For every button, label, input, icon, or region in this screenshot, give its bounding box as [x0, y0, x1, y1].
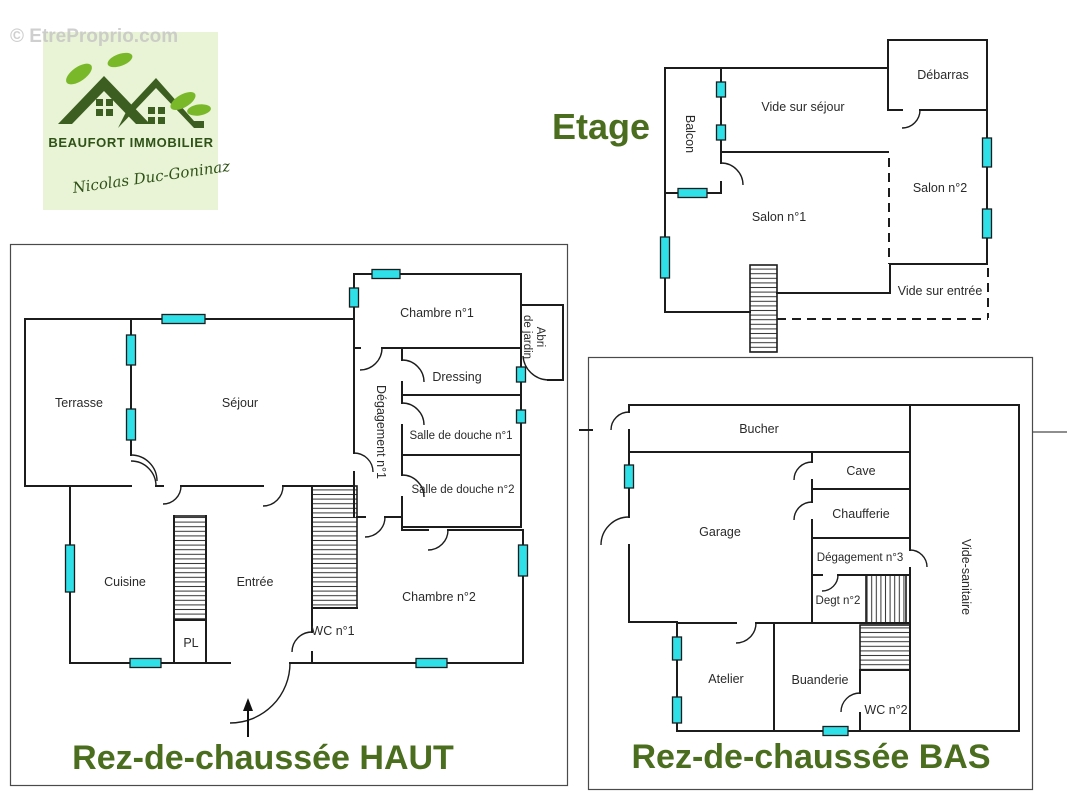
logo-houses-icon [58, 76, 204, 128]
window-marker [715, 81, 727, 98]
window-marker [64, 544, 76, 593]
window-marker [715, 124, 727, 141]
plan-etage-title: Etage [552, 106, 650, 147]
room-label-entree: Entrée [237, 575, 274, 589]
windows [659, 81, 993, 279]
window-marker [981, 208, 993, 239]
window-marker [822, 725, 849, 737]
room-label-wc1: WC n°1 [311, 624, 354, 638]
window-marker [125, 334, 137, 366]
stairs [311, 485, 358, 609]
plan-haut-frame [9, 243, 569, 787]
plan-bas-title: Rez-de-chaussée BAS [631, 738, 990, 776]
room-label-debarras: Débarras [917, 68, 968, 82]
doors [720, 109, 921, 186]
room-label-vide-sanitaire: Vide-sanitaire [959, 539, 973, 615]
room-label-sdd2: Salle de douche n°2 [411, 484, 514, 496]
room-label-degt2: Degt n°2 [816, 595, 861, 607]
room-label-balcon: Balcon [683, 115, 697, 153]
room-label-terrasse: Terrasse [55, 396, 103, 410]
watermark: © EtreProprio.com [10, 26, 178, 47]
room-label-dressing: Dressing [432, 370, 481, 384]
window-marker [515, 366, 527, 383]
walls [628, 404, 1020, 732]
stairs [859, 624, 911, 671]
windows [64, 268, 529, 669]
room-label-salon1: Salon n°1 [752, 210, 806, 224]
room-label-vide-sur-entree: Vide sur entrée [898, 284, 983, 298]
room-label-wc2: WC n°2 [864, 703, 907, 717]
window-marker [677, 187, 708, 199]
window-marker [623, 464, 635, 489]
room-label-atelier: Atelier [708, 672, 743, 686]
room-label-garage: Garage [699, 525, 741, 539]
room-label-abri-line1: Abri [534, 327, 546, 347]
room-label-buanderie: Buanderie [792, 673, 849, 687]
room-label-degagement3: Dégagement n°3 [817, 552, 903, 564]
window-marker [659, 236, 671, 279]
plan-bas-frame [587, 356, 1034, 791]
room-label-degagement1: Dégagement n°1 [374, 385, 388, 479]
room-label-salon2: Salon n°2 [913, 181, 967, 195]
window-marker [161, 313, 206, 325]
room-label-pl: PL [183, 636, 198, 650]
plan-bas: Bucher Cave Garage Chaufferie Dégagement… [579, 356, 1067, 791]
room-label-chambre2: Chambre n°2 [402, 590, 476, 604]
window-marker [371, 268, 401, 280]
window-marker [981, 137, 993, 168]
window-marker [415, 657, 448, 669]
doors [600, 411, 928, 713]
windows [623, 464, 849, 737]
doors [130, 347, 549, 724]
stairs [173, 515, 207, 621]
window-marker [348, 287, 360, 308]
room-label-cuisine: Cuisine [104, 575, 146, 589]
walls [24, 273, 564, 664]
entrance-arrow [243, 698, 253, 737]
window-marker [515, 409, 527, 424]
logo-leaves-icon [66, 52, 211, 116]
window-marker [517, 544, 529, 577]
room-label-abri-line2: de jardin [521, 315, 533, 359]
room-label-sejour: Séjour [222, 396, 258, 410]
window-marker [671, 696, 683, 724]
room-label-sdd1: Salle de douche n°1 [409, 430, 512, 442]
dashed-walls [777, 158, 989, 320]
plan-haut: Terrasse Séjour Chambre n°1 Abri de jard… [9, 243, 569, 787]
room-label-vide-sur-sejour: Vide sur séjour [761, 100, 844, 114]
room-label-chaufferie: Chaufferie [832, 507, 889, 521]
plan-haut-title: Rez-de-chaussée HAUT [72, 739, 454, 777]
window-marker [671, 636, 683, 661]
stairs [749, 264, 778, 353]
room-label-chambre1: Chambre n°1 [400, 306, 474, 320]
window-marker [129, 657, 162, 669]
room-label-bucher: Bucher [739, 422, 779, 436]
window-marker [125, 408, 137, 441]
logo-brand: BEAUFORT IMMOBILIER [48, 135, 213, 150]
room-label-cave: Cave [846, 464, 875, 478]
agency-logo: BEAUFORT IMMOBILIER Nicolas Duc-Goninaz [43, 32, 231, 210]
plan-etage: Etage [552, 39, 993, 353]
stairs [865, 574, 907, 624]
